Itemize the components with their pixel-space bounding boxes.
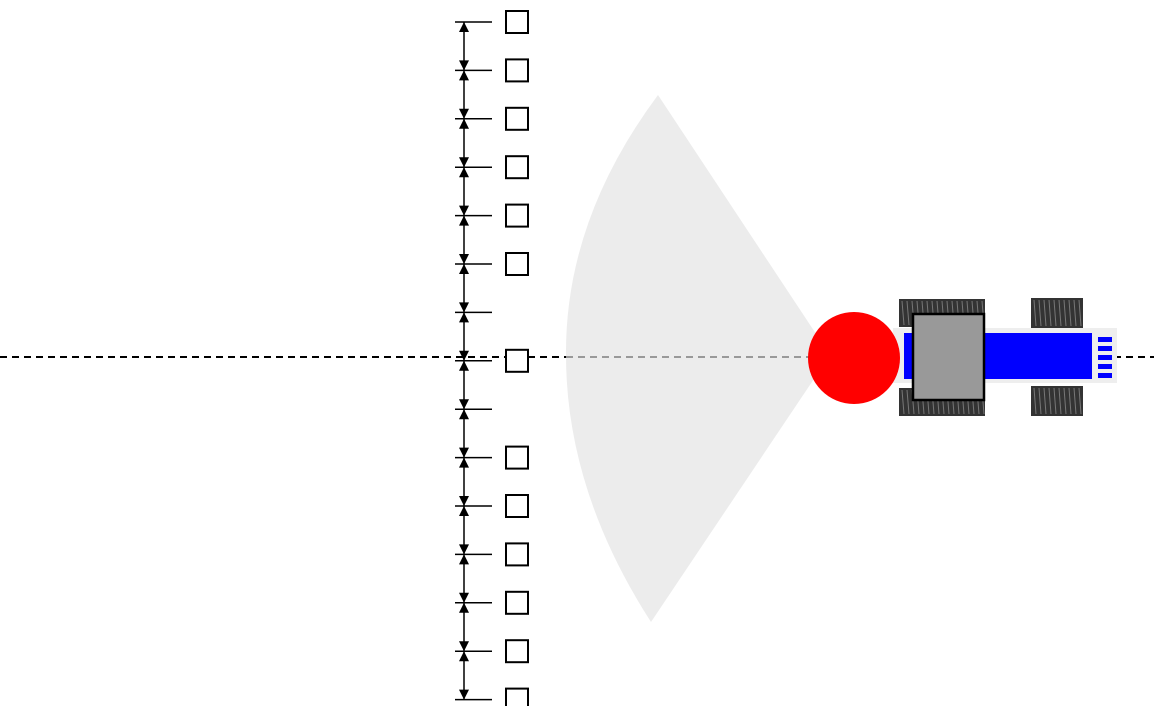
rear-light-2 (1098, 346, 1112, 351)
row-checkbox[interactable] (505, 106, 529, 131)
arrowhead-up (459, 70, 469, 81)
vehicle (893, 298, 1117, 416)
tread-mark (1038, 387, 1042, 415)
tread-mark (1073, 299, 1077, 327)
sensor-fov-wedge (565, 95, 830, 622)
arrowhead-down (459, 447, 469, 458)
arrowhead-down (459, 302, 469, 313)
arrowhead-up (459, 554, 469, 565)
row-checkbox[interactable] (505, 252, 529, 276)
arrowhead-up (459, 651, 469, 662)
cab (911, 312, 986, 402)
rear-light-5 (1098, 373, 1112, 378)
tread-mark (1063, 299, 1067, 327)
tread-mark (1078, 299, 1082, 327)
tread-mark (1073, 387, 1077, 415)
arrowhead-up (459, 506, 469, 516)
tread-mark (1048, 299, 1052, 327)
arrowhead-down (459, 689, 469, 700)
arrowhead-up (459, 360, 469, 371)
arrowhead-up (459, 312, 469, 323)
arrowhead-up (459, 409, 469, 420)
tread-mark (1053, 387, 1057, 415)
tread-mark (901, 389, 905, 415)
row-checkbox[interactable] (505, 10, 529, 34)
arrowhead-up (459, 167, 469, 178)
row-checkbox[interactable] (505, 639, 529, 664)
arrowhead-up (459, 118, 469, 129)
row-checkbox[interactable] (505, 494, 529, 518)
tread-mark (1078, 387, 1082, 415)
arrowhead-down (459, 544, 469, 555)
arrowhead-up (459, 215, 469, 226)
row-checkbox[interactable] (505, 445, 529, 470)
row-checkbox[interactable] (505, 590, 529, 615)
tread-mark (1043, 299, 1047, 327)
tread-mark (1033, 387, 1037, 415)
tread-mark (1058, 387, 1062, 415)
arrowhead-down (459, 60, 469, 71)
arrowhead-down (459, 641, 469, 652)
rear-light-4 (1098, 364, 1112, 369)
row-checkbox[interactable] (505, 58, 529, 83)
tread-mark (906, 300, 910, 326)
tread-mark (1033, 299, 1037, 327)
tread-mark (901, 300, 905, 326)
checkbox-column (505, 10, 529, 706)
tread-mark (1063, 387, 1067, 415)
arrowhead-up (459, 457, 469, 468)
tread-mark (1038, 299, 1042, 327)
arrowhead-up (459, 602, 469, 613)
tread-mark (1068, 299, 1072, 327)
row-checkbox[interactable] (505, 203, 529, 228)
arrowhead-up (459, 264, 469, 274)
rear-light-1 (1098, 337, 1112, 342)
arrowhead-down (459, 350, 469, 361)
arrowhead-down (459, 254, 469, 264)
tread-mark (906, 389, 910, 415)
arrowhead-down (459, 108, 469, 119)
arrowhead-down (459, 157, 469, 168)
target-circle (808, 312, 900, 404)
arrowhead-down (459, 496, 469, 506)
row-checkbox[interactable] (505, 348, 529, 373)
row-checkbox[interactable] (505, 542, 529, 567)
rear-light-3 (1098, 355, 1112, 360)
arrowhead-up (459, 22, 469, 32)
row-checkbox[interactable] (505, 155, 529, 180)
arrowhead-down (459, 205, 469, 216)
row-checkbox[interactable] (505, 687, 529, 706)
tread-mark (1058, 299, 1062, 327)
arrowhead-down (459, 592, 469, 603)
tread-mark (1068, 387, 1072, 415)
tread-mark (1053, 299, 1057, 327)
tread-mark (1048, 387, 1052, 415)
tread-mark (1043, 387, 1047, 415)
dimension-ladder (455, 21, 492, 701)
arrowhead-down (459, 399, 469, 410)
